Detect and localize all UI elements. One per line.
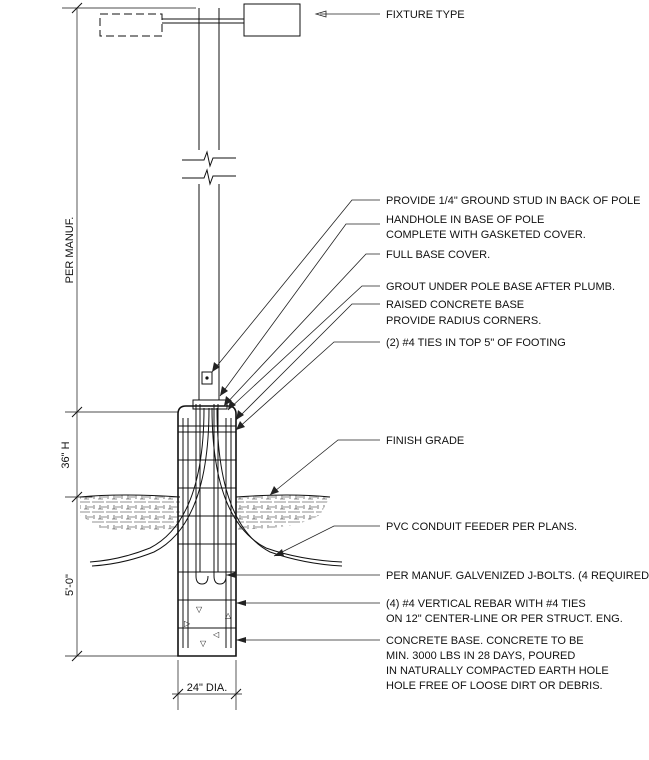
- note-grout: GROUT UNDER POLE BASE AFTER PLUMB.: [386, 281, 615, 293]
- note-vertical-rebar-line2: ON 12" CENTER-LINE OR PER STRUCT. ENG.: [386, 613, 623, 625]
- leader-lines: [211, 10, 380, 643]
- note-base-cover: FULL BASE COVER.: [386, 249, 490, 261]
- note-handhole-line2: COMPLETE WITH GASKETED COVER.: [386, 229, 586, 241]
- note-ground-stud: PROVIDE 1/4" GROUND STUD IN BACK OF POLE: [386, 195, 641, 207]
- note-conduit: PVC CONDUIT FEEDER PER PLANS.: [386, 521, 577, 533]
- note-fixture-type: FIXTURE TYPE: [386, 9, 465, 21]
- note-vertical-rebar-line1: (4) #4 VERTICAL REBAR WITH #4 TIES: [386, 598, 586, 610]
- notes: FIXTURE TYPE PROVIDE 1/4" GROUND STUD IN…: [386, 9, 649, 692]
- note-raised-base-line1: RAISED CONCRETE BASE: [386, 299, 524, 311]
- note-ties: (2) #4 TIES IN TOP 5" OF FOOTING: [386, 337, 566, 349]
- soil-hatch: [79, 494, 331, 531]
- note-raised-base-line2: PROVIDE RADIUS CORNERS.: [386, 315, 541, 327]
- note-concrete-base-line4: HOLE FREE OF LOOSE DIRT OR DEBRIS.: [386, 680, 603, 692]
- dimension-footing-depth: 5'-0": [64, 574, 76, 596]
- note-j-bolts: PER MANUF. GALVENIZED J-BOLTS. (4 REQUIR…: [386, 570, 649, 582]
- note-concrete-base-line1: CONCRETE BASE. CONCRETE TO BE: [386, 635, 584, 647]
- svg-text:▷: ▷: [184, 619, 191, 628]
- note-concrete-base-line2: MIN. 3000 LBS IN 28 DAYS, POURED: [386, 650, 575, 662]
- note-finish-grade: FINISH GRADE: [386, 435, 464, 447]
- pole: [182, 8, 236, 410]
- dimension-base-height: 36" H: [60, 441, 72, 468]
- svg-text:▽: ▽: [196, 605, 203, 614]
- dimension-diameter: 24" DIA.: [187, 682, 228, 694]
- concrete-base: ▽ ▷ ◁ ▽ △: [89, 404, 343, 657]
- svg-text:△: △: [225, 611, 232, 620]
- note-handhole-line1: HANDHOLE IN BASE OF POLE: [386, 214, 544, 226]
- svg-text:▽: ▽: [200, 639, 207, 648]
- note-concrete-base-line3: IN NATURALLY COMPACTED EARTH HOLE: [386, 665, 609, 677]
- svg-text:◁: ◁: [213, 630, 220, 639]
- light-fixture: [99, 3, 301, 37]
- dimension-pole-height: PER MANUF.: [64, 217, 76, 284]
- dimension-lines: [62, 2, 242, 710]
